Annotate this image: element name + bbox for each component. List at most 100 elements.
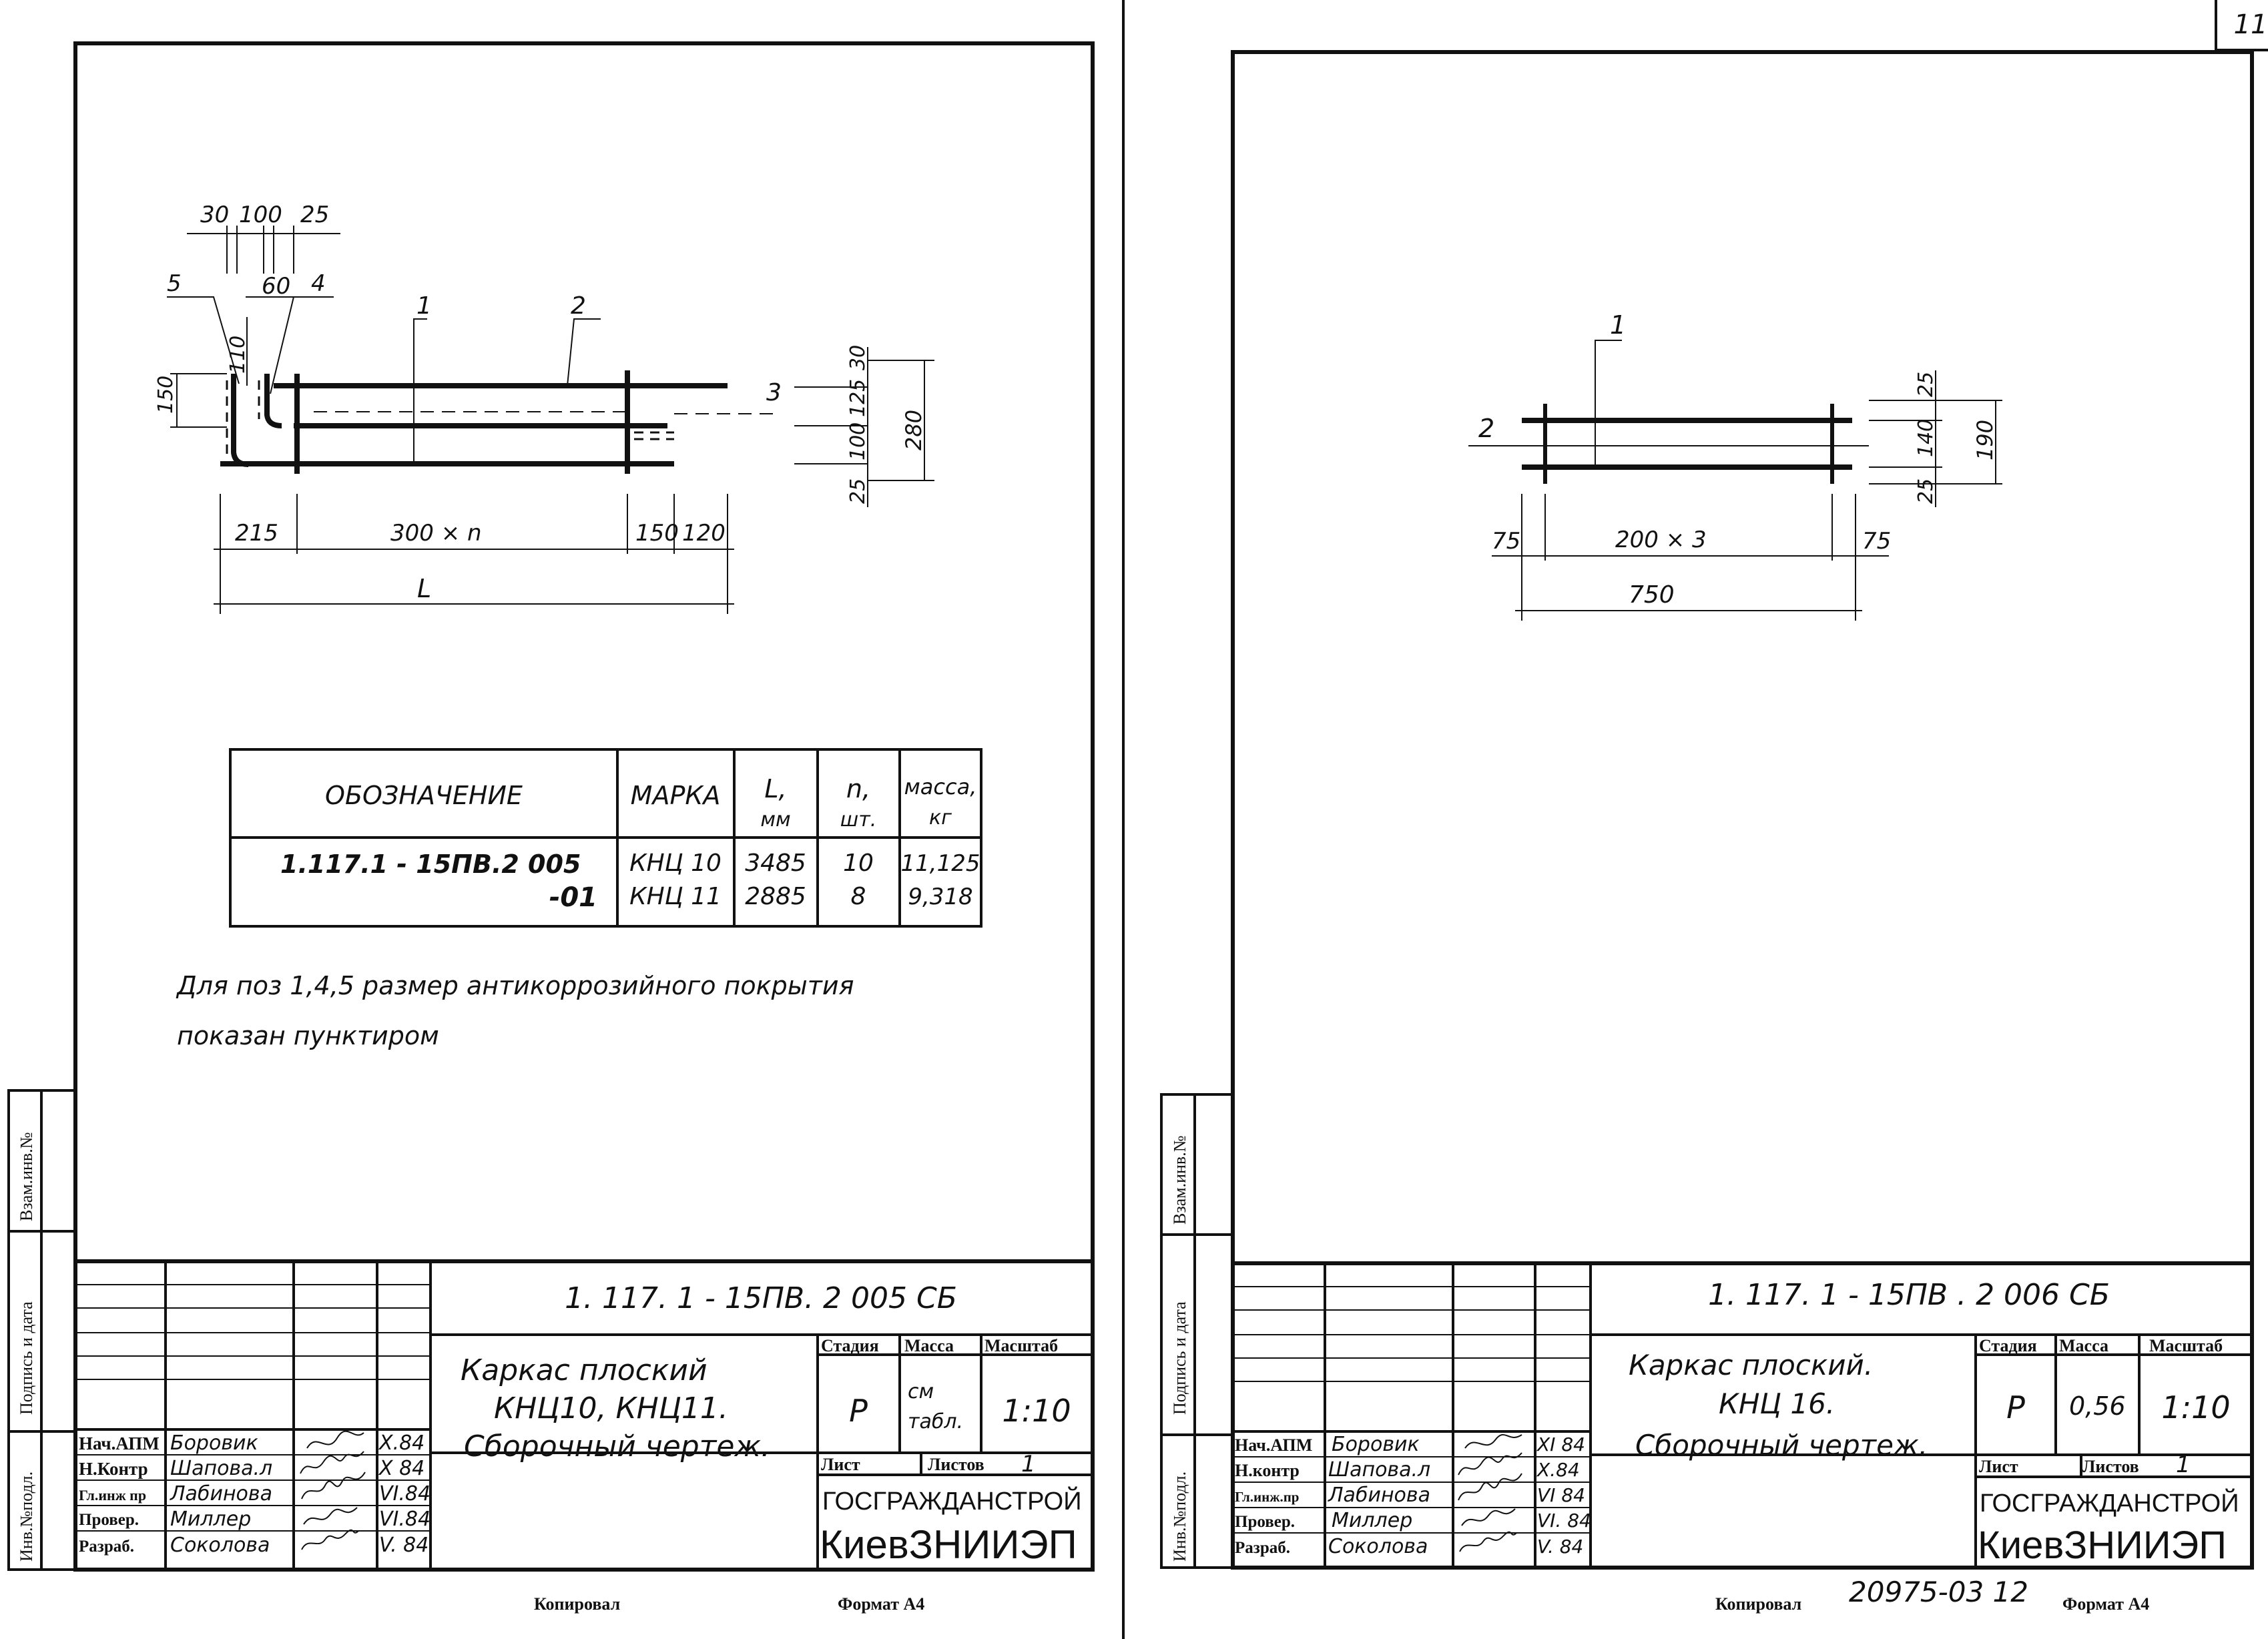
role-label: Разраб. [1235, 1539, 1290, 1557]
dim-190: 190 [1972, 420, 1998, 460]
signer-name: Соколова [1328, 1535, 1428, 1558]
dim-r125: 125 [846, 379, 870, 417]
dim-25-bottom: 25 [1914, 478, 1938, 504]
dim-60: 60 [262, 273, 290, 300]
sign-date: XI 84 [1536, 1433, 1585, 1455]
role-label: Провер. [1235, 1513, 1295, 1531]
table-header-designation: ОБОЗНАЧЕНИЕ [325, 781, 523, 810]
cell-mass: 11,125 [901, 850, 980, 877]
table-header-mark: МАРКА [631, 781, 721, 810]
pos-1: 1 [1610, 310, 1626, 340]
signer-name: Боровик [1332, 1433, 1420, 1456]
cell-mark: КНЦ 11 [629, 883, 722, 910]
footer-copied: Копировал [1715, 1594, 1801, 1614]
dim-215: 215 [235, 520, 278, 547]
left-sheet: Инв.№подл. Подпись и дата Взам.инв.№ [7, 41, 1095, 1614]
dim-L: L [417, 574, 431, 603]
role-label: Нач.АПМ [1235, 1435, 1312, 1455]
cell-n: 10 [843, 850, 874, 877]
right-assembly-drawing: 1 2 25 140 25 190 75 200 × 3 75 750 [1468, 310, 2002, 621]
dim-200x3: 200 × 3 [1615, 527, 1707, 553]
sheets-label: Листов [928, 1455, 984, 1474]
role-label: Н.контр [1235, 1461, 1300, 1480]
right-side-label-replace: Взам.инв.№ [1170, 1135, 1189, 1225]
note-line-1: Для поз 1,4,5 размер антикоррозийного по… [176, 971, 854, 1000]
pos-3: 3 [766, 379, 782, 406]
mass-value-line-1: см [908, 1380, 934, 1403]
dim-75-left: 75 [1492, 528, 1520, 555]
document-code: 1. 117. 1 - 15ПВ. 2 005 СБ [565, 1281, 957, 1315]
signer-name: Соколова [170, 1534, 270, 1557]
organization-line-2: КиевЗНИИЭП [1978, 1524, 2227, 1567]
title-line-1: Каркас плоский. [1629, 1349, 1873, 1381]
dim-150: 150 [154, 376, 178, 414]
sheets-value: 1 [1021, 1451, 1036, 1478]
right-side-label-inv: Инв.№подл. [1170, 1471, 1189, 1562]
sign-date: V. 84 [1537, 1536, 1583, 1558]
pos-5: 5 [167, 270, 182, 297]
left-side-label-inv: Инв.№подл. [17, 1471, 36, 1562]
role-label: Гл.инж.пр [1235, 1489, 1299, 1505]
title-line-3: Сборочный чертеж. [464, 1429, 770, 1463]
footer-number: 20975-03 12 [1849, 1576, 2028, 1608]
sign-date: V. 84 [379, 1534, 429, 1557]
sign-date: VI.84 [379, 1482, 431, 1506]
table-header-L-unit: мм [760, 808, 790, 832]
organization-line-1: ГОСГРАЖДАНСТРОЙ [822, 1486, 1082, 1516]
signature-image [300, 1451, 364, 1474]
table-header-L: L, [764, 774, 786, 803]
organization-line-1: ГОСГРАЖДАНСТРОЙ [1980, 1488, 2239, 1518]
table-row: -01 КНЦ 11 2885 8 9,318 [549, 882, 973, 913]
left-frame [73, 41, 1095, 1572]
pos-1: 1 [416, 292, 432, 320]
right-sheet: Инв.№подл. Подпись и дата Взам.инв.№ 1 2… [1160, 50, 2254, 1614]
signature-image [306, 1430, 364, 1449]
sign-date: X.84 [378, 1431, 424, 1455]
cell-mass: 9,318 [908, 884, 972, 910]
dim-r25: 25 [846, 478, 870, 504]
pos-2: 2 [1478, 414, 1494, 443]
mass-label: Масса [2059, 1336, 2108, 1355]
dim-110: 110 [226, 336, 250, 374]
signer-name: Лабинова [170, 1482, 272, 1506]
left-side-stamp: Инв.№подл. Подпись и дата Взам.инв.№ [7, 1089, 77, 1571]
right-frame [1231, 50, 2254, 1570]
sign-date: VI 84 [1537, 1484, 1585, 1506]
role-label: Гл.инж пр [79, 1487, 146, 1504]
cell-L: 2885 [745, 883, 806, 910]
specification-table: ОБОЗНАЧЕНИЕ МАРКА L, мм n, шт. масса, кг… [229, 748, 982, 928]
dim-100: 100 [239, 202, 282, 228]
dim-r280: 280 [901, 410, 926, 450]
scale-label: Масштаб [2149, 1336, 2223, 1355]
sign-date: VI. 84 [1537, 1510, 1591, 1532]
role-label: Нач.АПМ [79, 1433, 160, 1453]
footer-format: Формат А4 [2062, 1594, 2149, 1614]
left-assembly-drawing: 30 100 25 60 5 4 1 2 3 110 150 [154, 202, 934, 614]
signature-image [301, 1471, 366, 1500]
sheet-label: Лист [1979, 1457, 2018, 1476]
signature-image [1458, 1473, 1522, 1501]
signer-name: Миллер [1332, 1509, 1412, 1532]
stage-value: Р [849, 1393, 868, 1429]
signer-name: Шапова.л [1328, 1458, 1430, 1482]
dim-75-right: 75 [1862, 528, 1891, 555]
role-label: Разраб. [79, 1538, 134, 1556]
scale-value: 1:10 [1002, 1393, 1071, 1429]
sheets-label: Листов [2082, 1457, 2139, 1476]
left-title-block: Нач.АПМ Н.Контр Гл.инж пр Провер. Разраб… [75, 1259, 1093, 1570]
cell-mark: КНЦ 10 [629, 850, 722, 877]
note-line-2: показан пунктиром [177, 1021, 439, 1050]
dim-140: 140 [1914, 419, 1938, 457]
dim-25: 25 [300, 202, 329, 228]
document-code: 1. 117. 1 - 15ПВ . 2 006 СБ [1708, 1278, 2110, 1312]
dim-r30: 30 [846, 345, 870, 370]
role-label: Провер. [79, 1511, 139, 1529]
sign-date: X 84 [378, 1457, 424, 1480]
signature-image [303, 1507, 358, 1525]
pos-2: 2 [571, 292, 586, 320]
title-line-1: Каркас плоский [461, 1353, 707, 1387]
signer-name: Миллер [170, 1508, 251, 1531]
corner-page-number: 11 [2234, 9, 2268, 40]
table-header-mass-unit: кг [929, 806, 952, 830]
